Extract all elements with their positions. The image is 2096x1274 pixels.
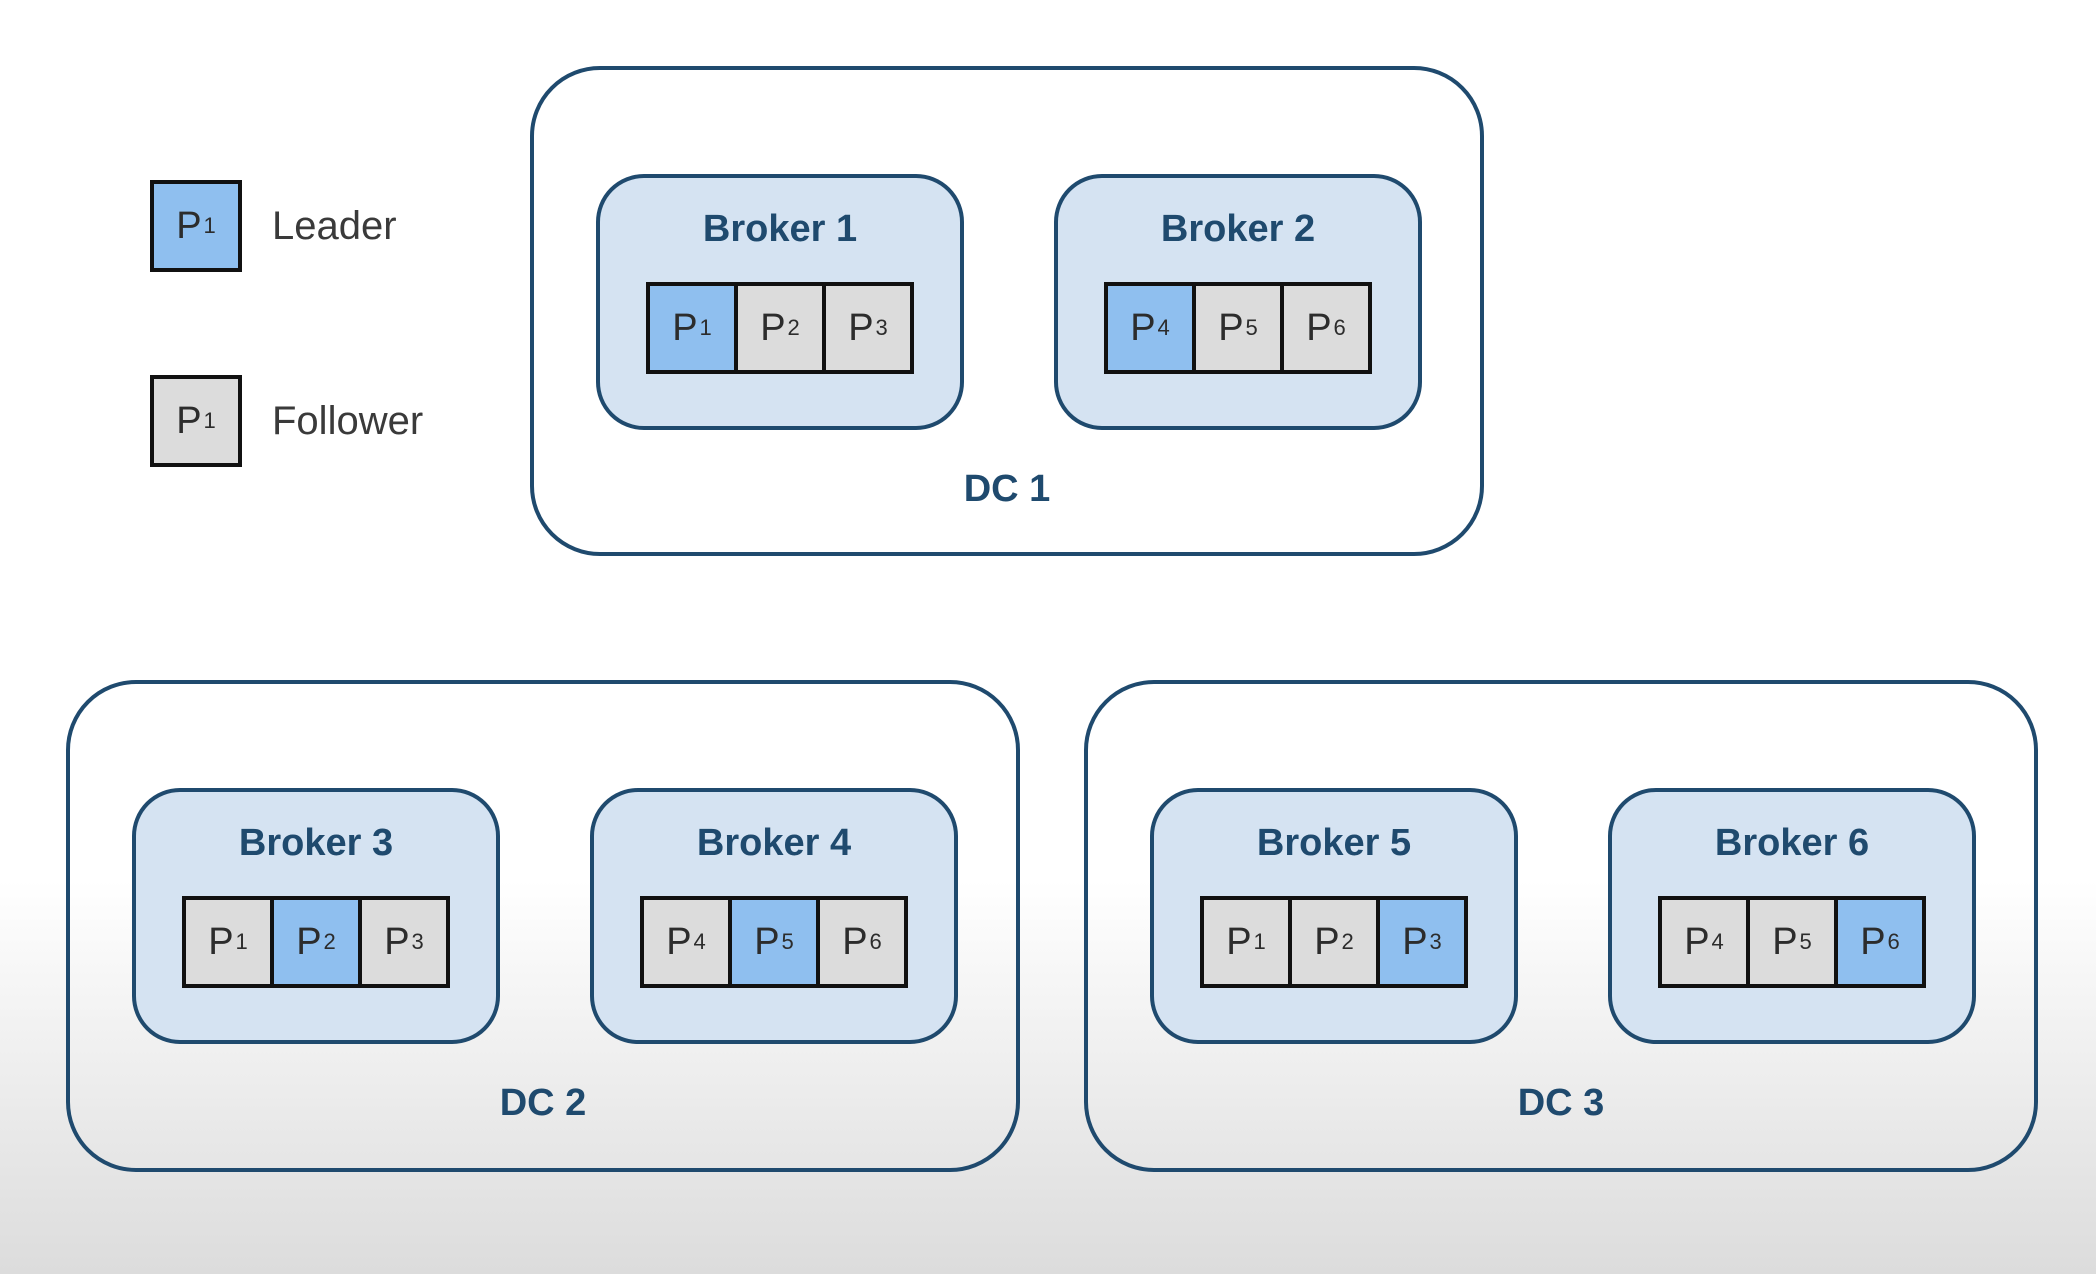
broker-name: Broker 2	[1160, 208, 1316, 250]
broker-name: Broker 5	[1256, 822, 1412, 864]
broker-name: Broker 1	[702, 208, 858, 250]
broker-name: Broker 3	[238, 822, 394, 864]
datacenter-label: DC 1	[963, 468, 1051, 510]
broker-name: Broker 4	[696, 822, 852, 864]
datacenter-label: DC 2	[499, 1082, 587, 1124]
legend-follower-label: Follower	[272, 398, 424, 443]
datacenter-label: DC 3	[1517, 1082, 1605, 1124]
legend-leader-label: Leader	[272, 203, 397, 248]
broker-name: Broker 6	[1714, 822, 1870, 864]
